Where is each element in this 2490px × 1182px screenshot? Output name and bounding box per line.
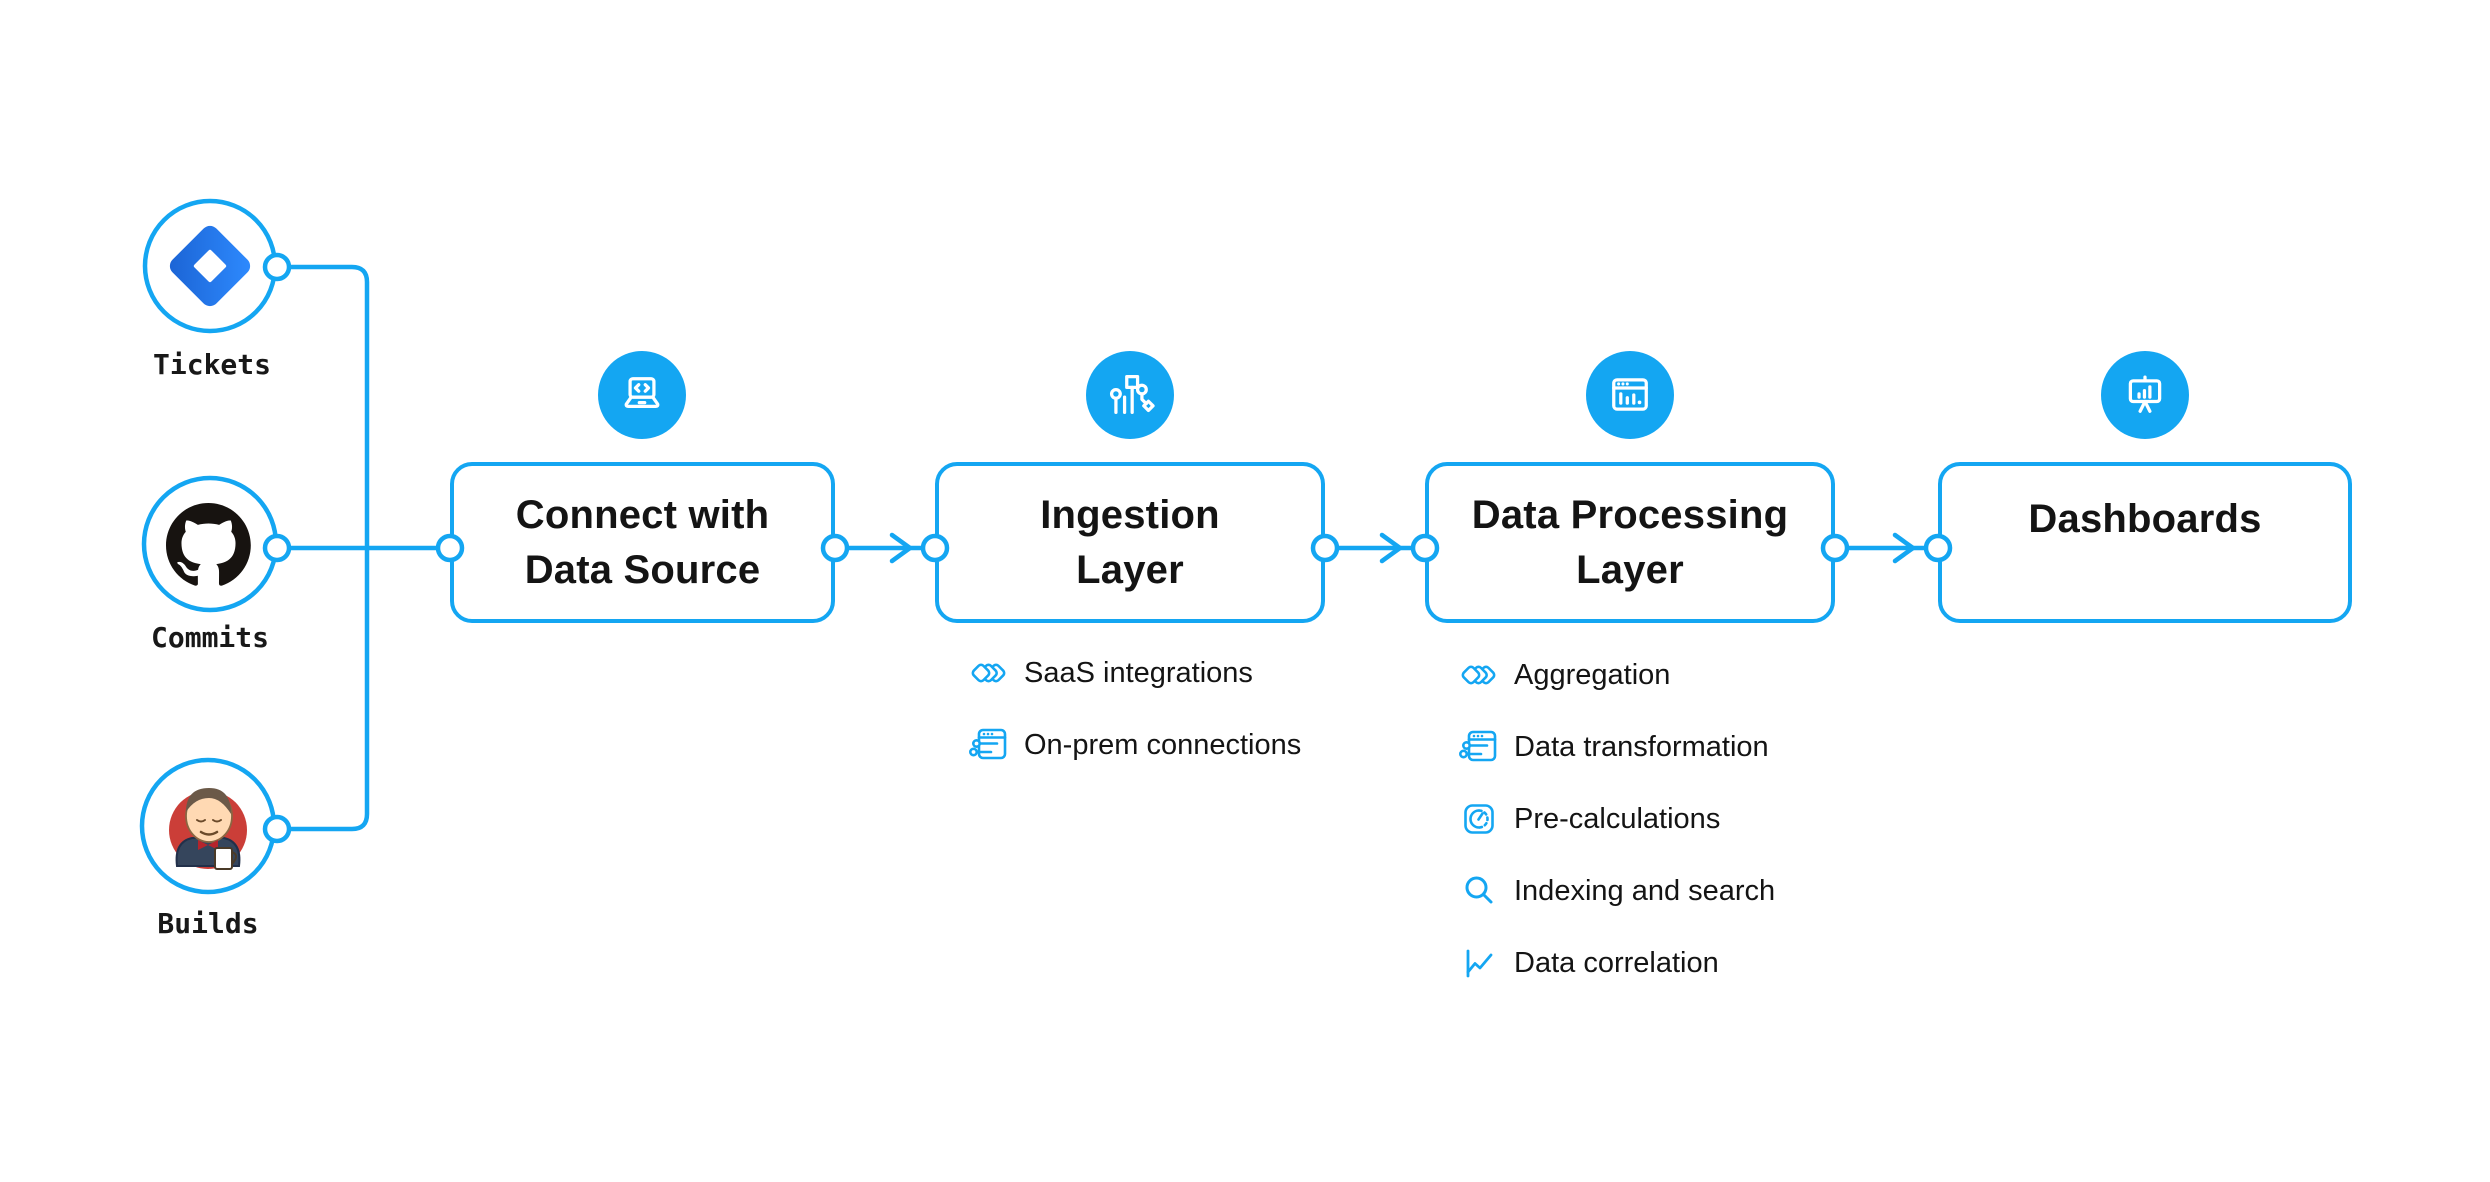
feature-row: Data transformation xyxy=(1459,725,1775,769)
stage-title-line: Ingestion xyxy=(1040,492,1220,537)
laptop-code-icon xyxy=(598,351,686,439)
search-icon xyxy=(1465,876,1493,904)
gauge-icon xyxy=(1464,804,1494,834)
feature-label: Data transformation xyxy=(1514,730,1769,763)
feature-label: Data correlation xyxy=(1514,946,1719,979)
stage-title-line: Data Source xyxy=(524,547,761,592)
feature-row: Pre-calculations xyxy=(1459,797,1775,841)
stage-title-line: Layer xyxy=(1576,547,1684,592)
presentation-chart-icon xyxy=(2101,351,2189,439)
stage-box-dashboards: Dashboards xyxy=(1938,462,2352,623)
feature-label: Aggregation xyxy=(1514,658,1671,691)
ingestion-feature-list: SaaS integrations On-prem connections xyxy=(969,651,1301,795)
feature-row: Data correlation xyxy=(1459,941,1775,985)
jira-icon xyxy=(169,225,251,307)
stage-title-line: Connect with xyxy=(515,492,770,537)
feature-label: Indexing and search xyxy=(1514,874,1776,907)
window-sliders-icon xyxy=(1459,730,1497,762)
jenkins-icon xyxy=(169,788,247,870)
window-chart-icon xyxy=(1586,351,1674,439)
github-icon xyxy=(166,503,251,586)
source-label-commits: Commits xyxy=(150,621,270,654)
feature-row: On-prem connections xyxy=(969,723,1301,767)
source-node-commits xyxy=(141,475,279,613)
feature-label: Pre-calculations xyxy=(1514,802,1721,835)
stage-title-line: Dashboards xyxy=(2028,497,2262,541)
source-label-tickets: Tickets xyxy=(152,348,272,381)
feature-label: On-prem connections xyxy=(1024,728,1302,761)
stage-title-line: Data Processing xyxy=(1471,492,1789,537)
stage-box-processing: Data Processing Layer xyxy=(1425,462,1835,623)
feature-row: Indexing and search xyxy=(1459,869,1775,913)
stacked-diamonds-icon xyxy=(971,663,1006,683)
stacked-diamonds-icon xyxy=(1461,665,1496,685)
processing-feature-list: Aggregation Data transformation Pre-calc… xyxy=(1459,653,1775,1013)
source-node-tickets xyxy=(142,198,278,334)
line-chart-icon xyxy=(1466,949,1493,978)
data-ingestion-icon xyxy=(1086,351,1174,439)
stage-box-ingestion: Ingestion Layer xyxy=(935,462,1325,623)
source-label-builds: Builds xyxy=(157,907,259,940)
source-connector-lines xyxy=(286,264,449,832)
window-sliders-icon xyxy=(969,728,1007,760)
feature-label: SaaS integrations xyxy=(1024,656,1253,689)
stage-title-line: Layer xyxy=(1076,547,1184,592)
stage-box-connect: Connect with Data Source xyxy=(450,462,835,623)
source-node-builds xyxy=(139,757,277,895)
feature-row: Aggregation xyxy=(1459,653,1775,697)
feature-row: SaaS integrations xyxy=(969,651,1301,695)
